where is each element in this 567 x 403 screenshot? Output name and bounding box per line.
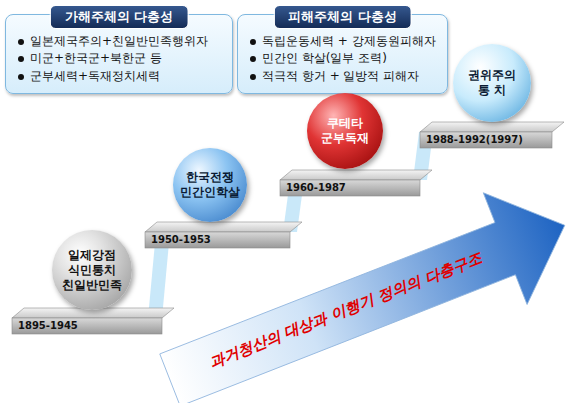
step-top [280, 170, 432, 180]
year-label: 1988-1992(1997) [426, 132, 523, 148]
sphere-text: 일제강점 식민통치 친일반민족 [59, 248, 125, 293]
era-sphere: 일제강점 식민통치 친일반민족 [52, 230, 132, 310]
bullet-item: 민간인 학살(일부 조력) [248, 50, 439, 67]
step-front [12, 318, 162, 334]
box-heading: 가해주체의 다층성 [50, 5, 189, 29]
bullet-dot [250, 56, 256, 62]
year-label: 1950-1953 [151, 232, 211, 248]
bullet-dot [18, 39, 24, 45]
bullet-dot [250, 74, 256, 80]
era-sphere: 쿠테타 군부독재 [307, 93, 383, 169]
bullet-text: 민간인 학살(일부 조력) [262, 51, 387, 65]
sphere-text: 쿠테타 군부독재 [316, 116, 374, 146]
era-sphere: 권위주의 통 치 [453, 44, 531, 122]
group-box: 피해주체의 다층성독립운동세력 + 강제동원피해자민간인 학살(일부 조력)적극… [237, 14, 448, 94]
year-label: 1960-1987 [286, 180, 346, 196]
bullet-item: 일본제국주의+친일반민족행위자 [16, 33, 224, 50]
bullet-dot [250, 39, 256, 45]
bullet-text: 독립운동세력 + 강제동원피해자 [262, 34, 436, 48]
sphere-text: 한국전쟁 민간인학살 [178, 170, 242, 200]
arrow-caption: 과거청산의 대상과 이행기 정의의 다층구조 [206, 248, 484, 372]
bullet-item: 적극적 항거 + 일방적 피해자 [248, 68, 439, 85]
bullet-dot [18, 56, 24, 62]
step-top [145, 222, 302, 232]
bullet-text: 일본제국주의+친일반민족행위자 [30, 34, 208, 48]
box-heading: 피해주체의 다층성 [273, 5, 412, 29]
era-sphere: 한국전쟁 민간인학살 [173, 148, 247, 222]
bullet-text: 미군+한국군+북한군 등 [30, 51, 162, 65]
bullet-item: 독립운동세력 + 강제동원피해자 [248, 33, 439, 50]
bullet-text: 적극적 항거 + 일방적 피해자 [262, 69, 419, 83]
bullet-dot [18, 74, 24, 80]
step-front [420, 132, 552, 148]
bullet-item: 미군+한국군+북한군 등 [16, 50, 224, 67]
step-front [280, 180, 420, 196]
step-top [420, 122, 564, 132]
bullet-text: 군부세력+독재정치세력 [30, 69, 160, 83]
year-label: 1895-1945 [18, 318, 78, 334]
group-box: 가해주체의 다층성일본제국주의+친일반민족행위자미군+한국군+북한군 등군부세력… [5, 14, 233, 94]
sphere-text: 권위주의 통 치 [462, 68, 522, 98]
step-front [145, 232, 290, 248]
bullet-item: 군부세력+독재정치세력 [16, 68, 224, 85]
